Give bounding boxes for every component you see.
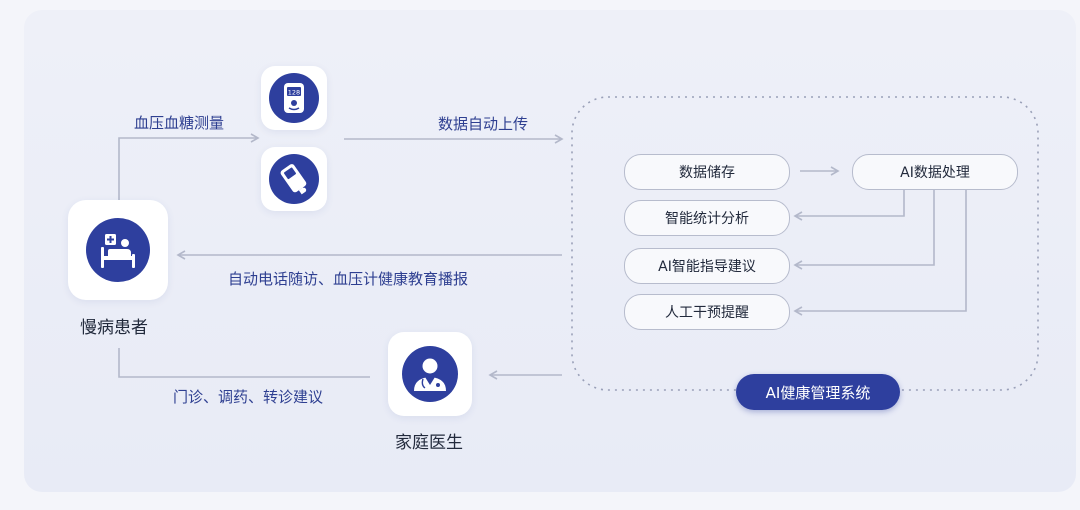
ai-to-statistics-connector [793, 189, 905, 221]
glucose-meter-card [261, 147, 327, 211]
patient-label: 慢病患者 [80, 318, 148, 338]
advice-label: 门诊、调药、转诊建议 [173, 388, 324, 406]
doctor-label: 家庭医生 [395, 433, 463, 453]
measure-label: 血压血糖测量 [134, 114, 225, 132]
storage-pill: 数据储存 [624, 154, 790, 190]
doctor-card [388, 332, 472, 416]
system-boundary [571, 96, 1039, 391]
upload-label: 数据自动上传 [438, 115, 529, 133]
diagram-panel [24, 10, 1076, 492]
patient-card [68, 200, 168, 300]
blood-pressure-monitor-icon: 128 [269, 73, 319, 123]
device-readout: 128 [288, 89, 300, 97]
measure-connector [118, 133, 260, 200]
system-badge: AI健康管理系统 [736, 374, 900, 410]
followup-label: 自动电话随访、血压计健康教育播报 [228, 270, 469, 288]
ai-to-reminder-connector [793, 189, 967, 316]
ai-to-guidance-connector [793, 189, 935, 270]
hospital-bed-icon [86, 218, 150, 282]
glucose-meter-icon [269, 154, 319, 204]
advice-connector [118, 348, 370, 378]
bp-monitor-card: 128 [261, 66, 327, 130]
guidance-pill: AI智能指导建议 [624, 248, 790, 284]
reminder-pill: 人工干预提醒 [624, 294, 790, 330]
doctor-icon [402, 346, 458, 402]
ai-processing-pill: AI数据处理 [852, 154, 1018, 190]
statistics-pill: 智能统计分析 [624, 200, 790, 236]
